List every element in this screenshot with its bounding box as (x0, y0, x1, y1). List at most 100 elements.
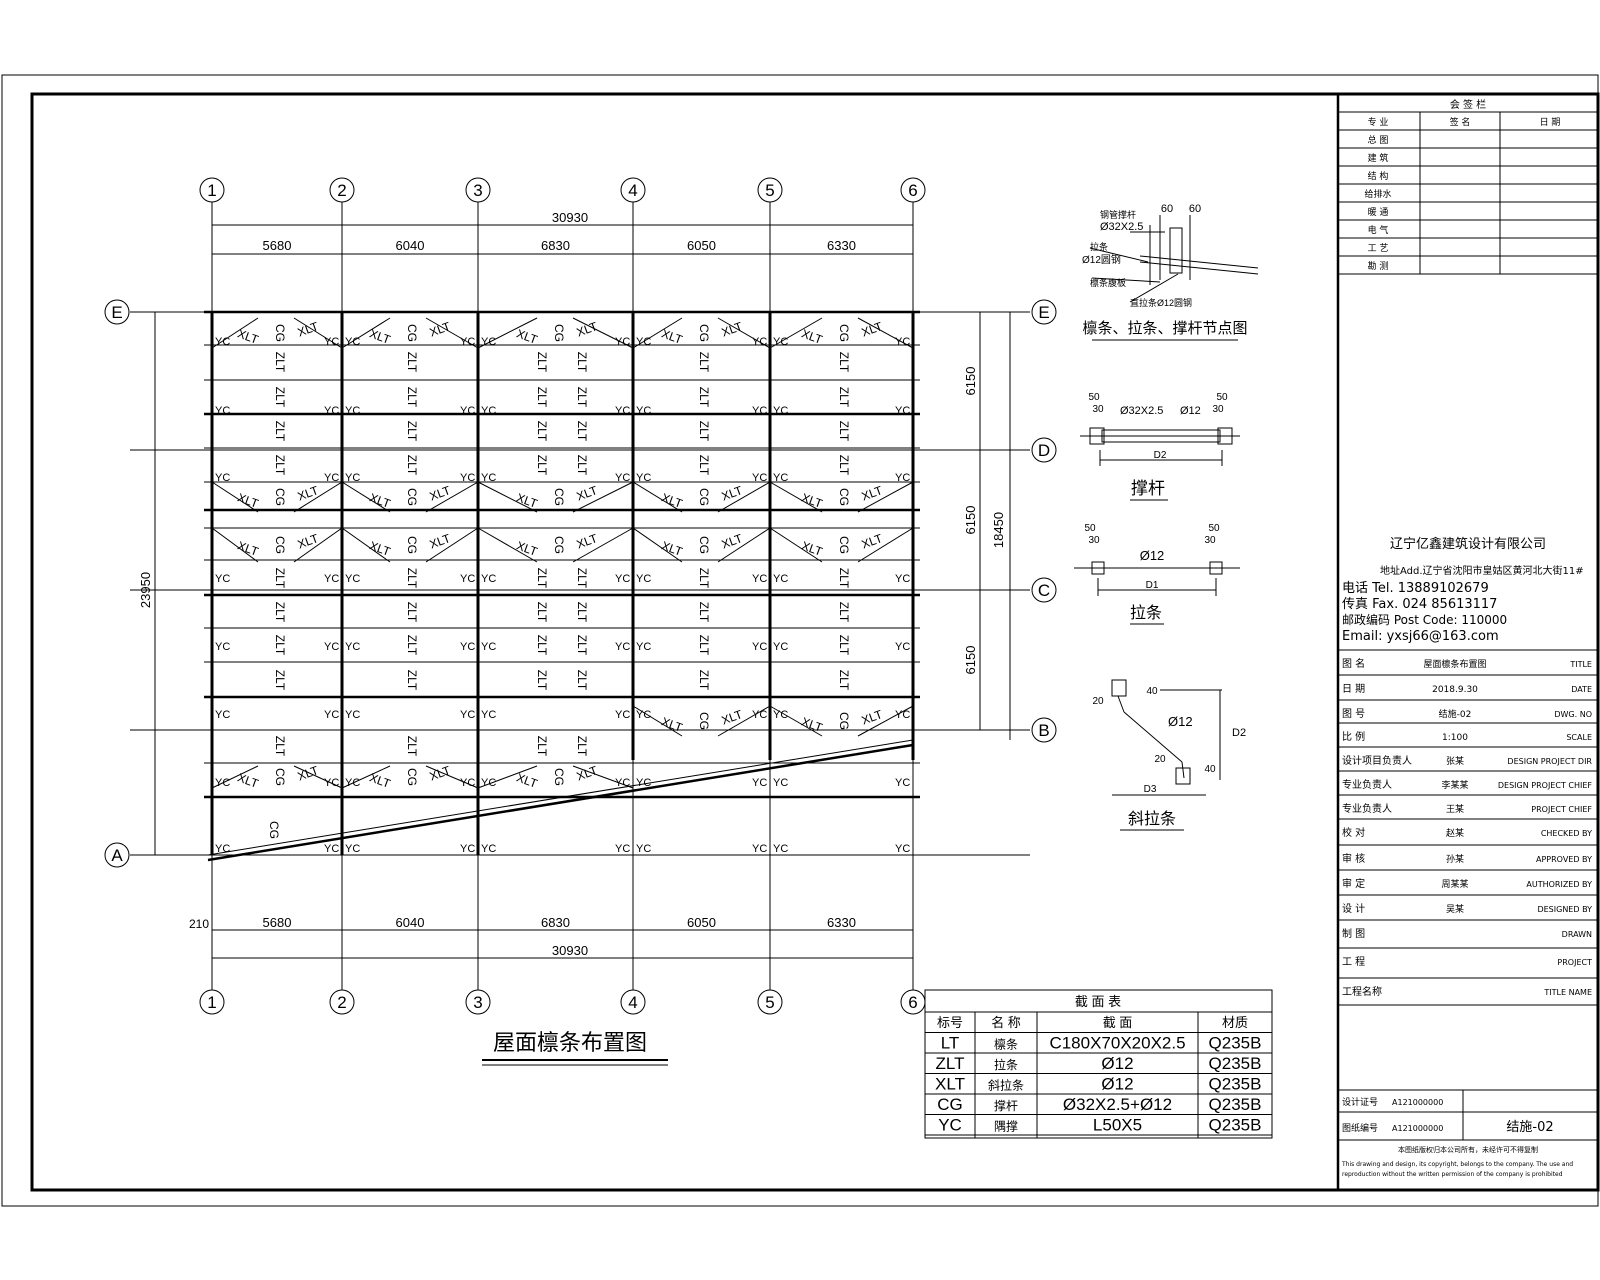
grid-bubble-right-B: B (1038, 721, 1049, 740)
cg-label: CG (552, 324, 566, 342)
yc-label: YC (460, 472, 475, 484)
xlt-line (341, 527, 391, 563)
sloped-edge-inner (207, 739, 914, 856)
grid-bubble-top-3-circle (465, 177, 491, 203)
grid-bubble-top-4-circle (620, 177, 646, 203)
grid-bubble-left-A: A (111, 846, 123, 865)
yc-label: YC (752, 336, 767, 348)
cg-label: CG (837, 488, 851, 506)
zlt-label: ZLT (575, 421, 589, 442)
company-tel: 电话 Tel. 13889102679 (1342, 581, 1489, 596)
sign-col-label: 专 业 (1368, 116, 1389, 128)
yc-label: YC (773, 709, 788, 721)
grid-bubble-bottom-1: 1 (207, 993, 216, 1012)
zlt-label: ZLT (535, 670, 549, 691)
node-purlin-note: 檩条腹板 (1090, 277, 1126, 288)
xlt-line (425, 527, 479, 563)
bottom-span: 6830 (541, 915, 570, 930)
info-value: 2018.9.30 (1432, 685, 1478, 695)
zlt-label: ZLT (535, 635, 549, 656)
info-value: 张某 (1446, 756, 1464, 767)
zlt-label: ZLT (273, 352, 287, 373)
xlt-line (769, 527, 823, 563)
xlt-line (632, 527, 683, 563)
yc-label: YC (636, 405, 651, 417)
zlt-label: ZLT (273, 387, 287, 408)
zlt-label: ZLT (575, 635, 589, 656)
yc-label: YC (636, 336, 651, 348)
xlt-label: XLT (236, 326, 261, 347)
xlt-line (717, 317, 771, 349)
table-header: 材质 (1222, 1015, 1248, 1030)
xlt-line (572, 765, 634, 789)
diag-c: 20 (1154, 754, 1166, 765)
yc-label: YC (215, 641, 230, 653)
zlt-label: ZLT (697, 602, 711, 623)
yc-label: YC (773, 405, 788, 417)
top-span: 6330 (827, 238, 856, 253)
table-cell: ZLT (936, 1054, 965, 1073)
cg-label: CG (697, 712, 711, 730)
yc-label: YC (615, 709, 630, 721)
top-total: 30930 (552, 210, 588, 225)
zlt-label: ZLT (273, 568, 287, 589)
yc-label: YC (324, 573, 339, 585)
strut-d2: 30 (1092, 404, 1104, 415)
info-label: 设 计 (1342, 902, 1365, 915)
xlt-line (211, 317, 259, 349)
table-header: 名 称 (991, 1015, 1021, 1030)
grid-bubble-bottom-5-circle (757, 989, 783, 1015)
xlt-line (632, 481, 683, 513)
node-tie-note: 拉条 (1090, 241, 1108, 252)
yc-label: YC (752, 472, 767, 484)
yc-label: YC (345, 336, 360, 348)
grid-bubble-bottom-6: 6 (908, 993, 917, 1012)
zlt-label: ZLT (535, 736, 549, 757)
top-span: 6050 (687, 238, 716, 253)
zlt-label: ZLT (273, 635, 287, 656)
yc-label: YC (895, 641, 910, 653)
xlt-line (211, 765, 259, 789)
company-address: 地址Add.辽宁省沈阳市皇姑区黄河北大街11# (1380, 564, 1584, 577)
yc-label: YC (615, 472, 630, 484)
yc-label: YC (773, 843, 788, 855)
xlt-line (293, 527, 343, 563)
diag-b: 20 (1092, 696, 1104, 707)
info-en: TITLE (1569, 660, 1592, 669)
xlt-label: XLT (368, 770, 393, 791)
zlt-label: ZLT (697, 352, 711, 373)
yc-label: YC (460, 641, 475, 653)
cg-label: CG (697, 324, 711, 342)
yc-label: YC (752, 405, 767, 417)
tie-d2: 30 (1088, 535, 1100, 546)
sign-row-label: 总 图 (1368, 134, 1389, 146)
yc-label: YC (895, 843, 910, 855)
grid-bubble-bottom-4: 4 (628, 993, 637, 1012)
table-cell: Ø32X2.5+Ø12 (1063, 1095, 1172, 1114)
table-cell: C180X70X20X2.5 (1049, 1034, 1185, 1053)
xlt-line (341, 765, 391, 789)
xlt-label: XLT (428, 531, 453, 552)
table-header: 标号 (937, 1015, 963, 1030)
xlt-line (769, 481, 823, 513)
xlt-label: XLT (296, 319, 321, 340)
xlt-label: XLT (296, 531, 321, 552)
info-en: DRAWN (1562, 930, 1592, 939)
zlt-label: ZLT (535, 387, 549, 408)
yc-label: YC (895, 709, 910, 721)
diag-tie-detail (1111, 679, 1222, 796)
strut-rod: Ø12 (1180, 405, 1201, 417)
strut-title: 撑杆 (1131, 479, 1165, 498)
info-value: 赵某 (1446, 827, 1464, 839)
tie-title: 拉条 (1130, 604, 1162, 622)
zlt-label: ZLT (535, 455, 549, 476)
sign-row-label: 暖 通 (1368, 206, 1389, 218)
zlt-label: ZLT (535, 568, 549, 589)
yc-label: YC (895, 573, 910, 585)
sign-row-label: 建 筑 (1368, 152, 1389, 164)
grid-bubble-top-6-circle (900, 177, 926, 203)
yc-label: YC (215, 573, 230, 585)
yc-label: YC (752, 641, 767, 653)
xlt-line (717, 705, 771, 737)
zlt-label: ZLT (837, 602, 851, 623)
